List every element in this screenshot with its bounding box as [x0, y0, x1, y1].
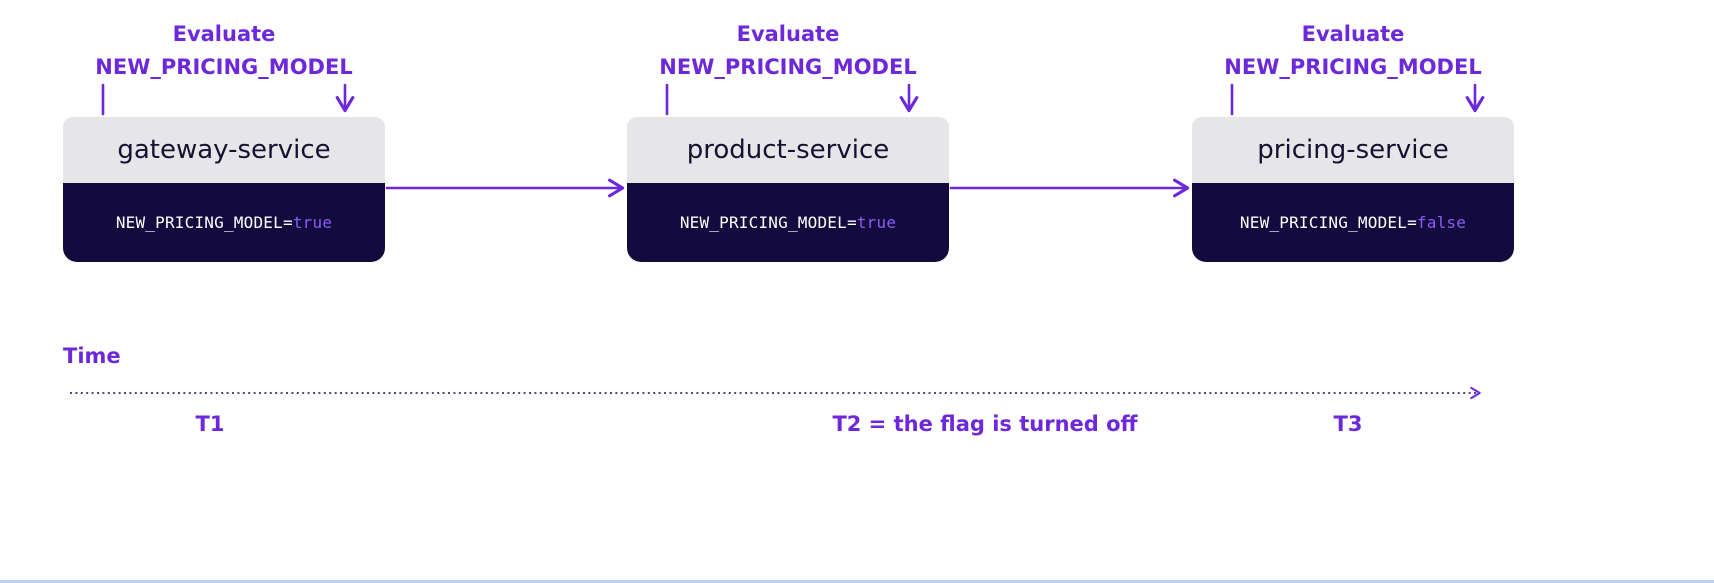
bottom-edge-line [0, 580, 1714, 583]
flag-name: NEW_PRICING_MODEL [115, 213, 283, 232]
timeline-marker-t2: T2 = the flag is turned off [832, 412, 1138, 436]
flag-name: NEW_PRICING_MODEL [679, 213, 847, 232]
evaluate-label: Evaluate NEW_PRICING_MODEL [63, 18, 385, 84]
flag-state: NEW_PRICING_MODEL = true [63, 183, 385, 262]
evaluate-label-line2: NEW_PRICING_MODEL [659, 55, 917, 79]
service-box-gateway: gateway-service NEW_PRICING_MODEL = true [63, 117, 385, 262]
timeline-title: Time [63, 344, 121, 368]
flag-value: true [856, 213, 897, 232]
service-box-product: product-service NEW_PRICING_MODEL = true [627, 117, 949, 262]
evaluate-label-line1: Evaluate [1301, 22, 1405, 46]
timeline-marker-t1: T1 [195, 412, 225, 436]
flag-state: NEW_PRICING_MODEL = true [627, 183, 949, 262]
flag-equals: = [1407, 213, 1417, 232]
flag-name: NEW_PRICING_MODEL [1239, 213, 1408, 232]
service-box-pricing: pricing-service NEW_PRICING_MODEL = fals… [1192, 117, 1514, 262]
service-name: gateway-service [63, 117, 385, 183]
evaluate-label-line1: Evaluate [736, 22, 840, 46]
flag-state: NEW_PRICING_MODEL = false [1192, 183, 1514, 262]
timeline-marker-t3: T3 [1333, 412, 1363, 436]
evaluate-label-line2: NEW_PRICING_MODEL [1224, 55, 1482, 79]
evaluate-label: Evaluate NEW_PRICING_MODEL [1192, 18, 1514, 84]
service-name: product-service [627, 117, 949, 183]
flag-equals: = [282, 213, 293, 232]
flag-equals: = [846, 213, 857, 232]
service-name: pricing-service [1192, 117, 1514, 183]
flag-value: true [292, 213, 333, 232]
evaluate-label-line2: NEW_PRICING_MODEL [95, 55, 353, 79]
evaluate-label: Evaluate NEW_PRICING_MODEL [627, 18, 949, 84]
service-group-product: Evaluate NEW_PRICING_MODEL product-servi… [627, 18, 949, 268]
service-group-pricing: Evaluate NEW_PRICING_MODEL pricing-servi… [1192, 18, 1514, 268]
service-group-gateway: Evaluate NEW_PRICING_MODEL gateway-servi… [63, 18, 385, 268]
flag-value: false [1416, 213, 1467, 232]
evaluate-label-line1: Evaluate [172, 22, 276, 46]
